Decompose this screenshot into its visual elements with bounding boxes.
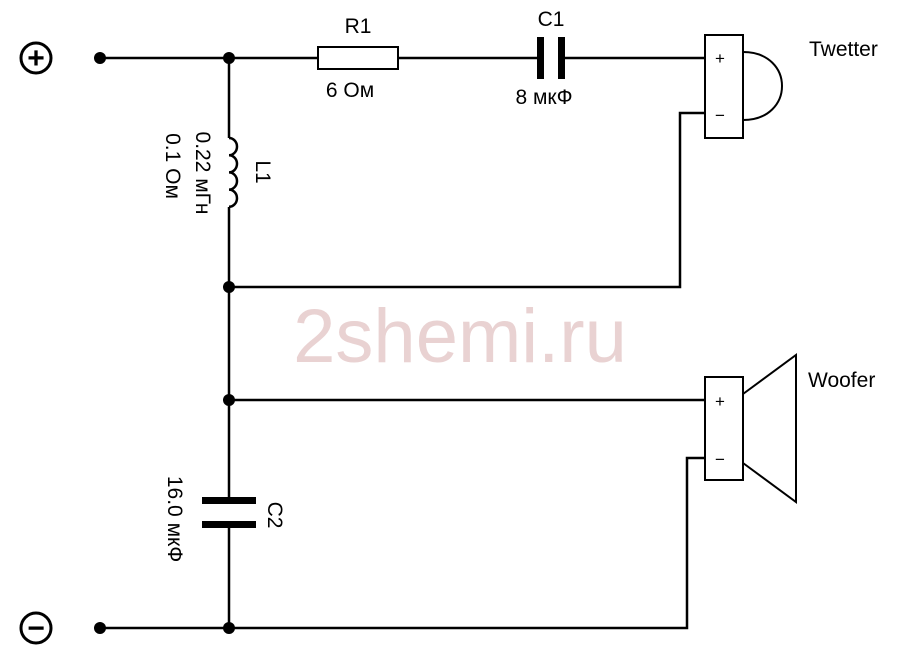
l1-value-inductance: 0.22 мГн: [191, 132, 214, 215]
inductor-l1: L1 0.22 мГн 0.1 Ом: [161, 132, 274, 215]
plus-terminal: +: [19, 41, 53, 75]
minus-terminal-sign: −: [27, 612, 45, 645]
watermark: 2shemi.ru: [293, 294, 627, 379]
l1-value-resistance: 0.1 Ом: [161, 133, 184, 199]
tweeter-speaker: + − Twetter: [704, 34, 878, 139]
r1-name: R1: [345, 15, 372, 38]
l1-name: L1: [251, 160, 274, 183]
minus-terminal: −: [19, 611, 53, 645]
woofer-name: Woofer: [808, 369, 875, 392]
plus-terminal-sign: +: [27, 42, 45, 75]
wires: [100, 56, 705, 630]
resistor-r1: R1 6 Ом: [317, 15, 399, 102]
woofer-speaker: + − Woofer: [704, 353, 875, 504]
c1-value: 8 мкФ: [515, 86, 572, 109]
woofer-minus-label: −: [715, 450, 725, 469]
c1-name: C1: [538, 8, 565, 31]
capacitor-c2: C2 16.0 мкФ: [163, 476, 286, 562]
junction-dots: [94, 52, 235, 634]
capacitor-c1: C1 8 мкФ: [515, 8, 572, 109]
tweeter-plus-label: +: [715, 49, 725, 68]
tweeter-minus-label: −: [715, 106, 725, 125]
c2-name: C2: [263, 502, 286, 529]
tweeter-name: Twetter: [809, 38, 878, 61]
c2-value: 16.0 мкФ: [163, 476, 186, 562]
r1-value: 6 Ом: [326, 79, 374, 102]
woofer-plus-label: +: [715, 392, 725, 411]
